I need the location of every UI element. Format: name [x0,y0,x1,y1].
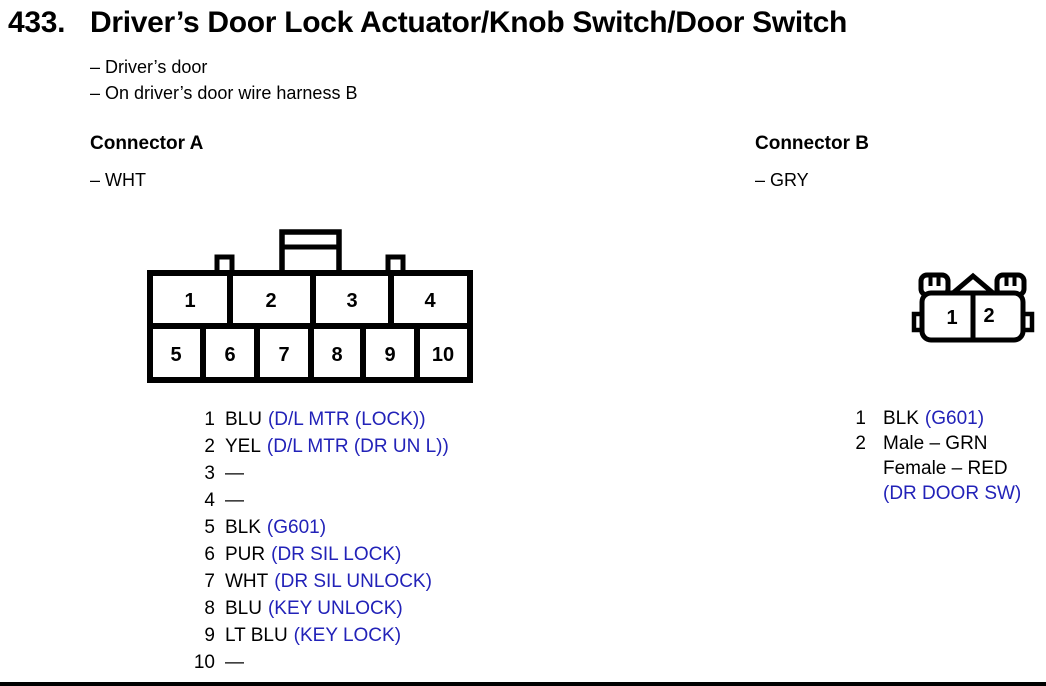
pin-number: 1 [204,409,215,430]
pin-number: 2 [855,433,866,454]
pin-row: 1 BLK(G601) [840,406,1021,431]
connector-b-cavity-1: 1 [946,307,957,329]
signal-name: (DR SIL UNLOCK) [274,571,432,592]
pin-row: 3 — [175,460,449,487]
signal-name: (DR SIL LOCK) [271,544,402,565]
signal-name: (KEY UNLOCK) [267,598,403,619]
wire-color: BLK [883,408,919,429]
pin-number: 9 [204,625,215,646]
pin-number: 4 [204,490,215,511]
wire-color: Male – GRN [883,433,988,454]
connector-b-color-note: – GRY [755,170,809,190]
pin-row: 8 BLU(KEY UNLOCK) [175,595,449,622]
connector-a-heading: Connector A [90,133,204,154]
signal-name: (G601) [266,517,327,538]
pin-row: 1 BLU(D/L MTR (LOCK)) [175,406,449,433]
pin-number: 3 [204,463,215,484]
pin-row: 7 WHT(DR SIL UNLOCK) [175,568,449,595]
connector-a-color-note: – WHT [90,170,146,190]
connector-a-cavity-7: 7 [278,344,289,366]
pin-number: 7 [204,571,215,592]
wire-color: BLU [225,409,262,430]
signal-name: (G601) [924,408,985,429]
connector-a-cavity-10: 10 [432,344,454,366]
pin-row: 4 — [175,487,449,514]
wire-color: PUR [225,544,266,565]
section-number: 433. [8,6,66,39]
wire-color: BLK [225,517,261,538]
connector-a-cavity-3: 3 [346,290,357,312]
connector-a-cavity-5: 5 [170,344,181,366]
signal-name: (DR DOOR SW) [883,483,1022,504]
connector-b-diagram: 1 2 [911,272,1035,343]
wire-color: BLU [225,598,262,619]
pin-number: 1 [855,408,866,429]
pin-row: 6 PUR(DR SIL LOCK) [175,541,449,568]
pin-row: (DR DOOR SW) [840,481,1021,506]
signal-name: (D/L MTR (DR UN L)) [266,436,449,457]
pin-row: 5 BLK(G601) [175,514,449,541]
note-line: – On driver’s door wire harness B [90,83,358,103]
pin-row: 2 YEL(D/L MTR (DR UN L)) [175,433,449,460]
note-line: – Driver’s door [90,57,208,77]
connector-a-cavity-1: 1 [184,290,195,312]
wire-color: Female – RED [883,458,1008,479]
pin-number: 10 [193,652,215,673]
pin-row: Female – RED [840,456,1021,481]
pin-number [840,481,866,506]
connector-a-pin-list: 1 BLU(D/L MTR (LOCK)) 2 YEL(D/L MTR (DR … [175,406,449,676]
pin-number: 8 [204,598,215,619]
wire-color: — [225,490,244,511]
connector-a-cavity-8: 8 [331,344,342,366]
connector-b-cavity-2: 2 [983,305,994,327]
connector-a-diagram: 1 2 3 4 5 6 7 8 9 10 [147,229,473,383]
wire-color: — [225,463,244,484]
signal-name: (D/L MTR (LOCK)) [267,409,426,430]
wire-color: WHT [225,571,269,592]
connector-b-heading: Connector B [755,133,869,154]
wire-color: LT BLU [225,625,288,646]
wire-color: — [225,652,244,673]
location-notes: – Driver’s door – On driver’s door wire … [90,54,357,106]
pin-number: 6 [204,544,215,565]
pin-row: 10 — [175,649,449,676]
connector-a-cavity-9: 9 [384,344,395,366]
signal-name: (KEY LOCK) [293,625,402,646]
pin-row: 2 Male – GRN [840,431,1021,456]
page-title: Driver’s Door Lock Actuator/Knob Switch/… [90,6,848,39]
wire-color: YEL [225,436,261,457]
pin-number: 5 [204,517,215,538]
page-bottom-rule [0,682,1046,686]
page-header: 433. Driver’s Door Lock Actuator/Knob Sw… [8,6,1028,40]
connector-a-cavity-4: 4 [424,290,436,312]
pin-row: 9 LT BLU(KEY LOCK) [175,622,449,649]
connector-a-cavity-2: 2 [265,290,276,312]
connector-b-pin-list: 1 BLK(G601) 2 Male – GRN Female – RED (D… [840,406,1021,506]
pin-number [840,456,866,481]
pin-number: 2 [204,436,215,457]
connector-a-cavity-6: 6 [224,344,235,366]
